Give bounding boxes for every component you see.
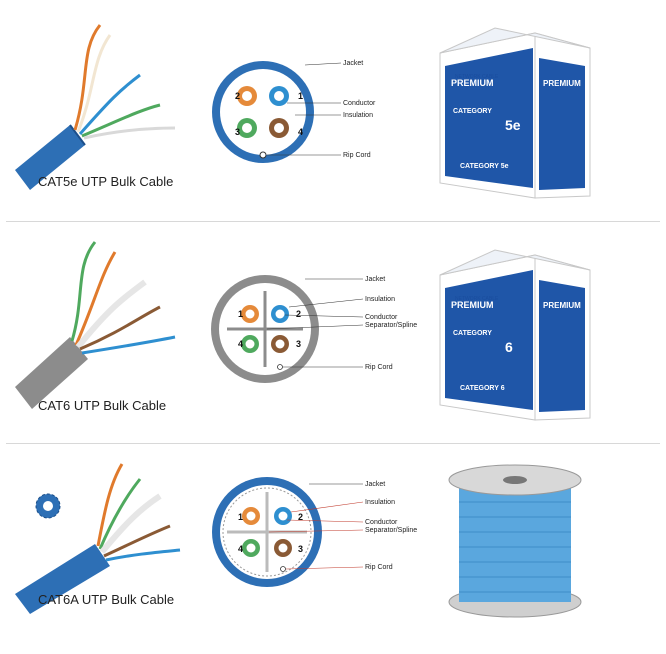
svg-text:4: 4 — [298, 127, 303, 137]
svg-text:3: 3 — [235, 127, 240, 137]
svg-text:PREMIUM: PREMIUM — [451, 78, 494, 88]
svg-text:6: 6 — [505, 339, 513, 355]
svg-text:2: 2 — [296, 309, 301, 319]
svg-text:1: 1 — [238, 512, 243, 522]
svg-text:PREMIUM: PREMIUM — [543, 79, 581, 88]
ripcord-label: Rip Cord — [365, 364, 393, 371]
ripcord-label: Rip Cord — [343, 152, 371, 159]
jacket-label: Jacket — [343, 60, 363, 67]
ripcord-label: Rip Cord — [365, 564, 393, 571]
spline-label: Separator/Spline — [365, 527, 417, 534]
spline-label: Separator/Spline — [365, 322, 417, 329]
cat5e-cross-section: 2 1 3 4 Jacket Conductor Insulation Rip … — [212, 60, 376, 163]
conductor-label: Conductor — [365, 519, 398, 526]
insulation-label: Insulation — [365, 296, 395, 303]
svg-text:CATEGORY: CATEGORY — [453, 330, 492, 337]
cat6-row: CAT6 UTP Bulk Cable 1 2 4 3 Jacket Insul… — [0, 222, 666, 432]
cat6-cross-section: 1 2 4 3 Jacket Insulation Conductor Sepa… — [211, 275, 417, 383]
row-divider — [6, 221, 660, 222]
cat6-cable-illustration — [15, 241, 176, 409]
svg-text:3: 3 — [296, 339, 301, 349]
cat6a-row: CAT6A UTP Bulk Cable 1 2 4 3 Jacket Insu… — [0, 444, 666, 654]
cat5e-cable-illustration — [15, 24, 176, 190]
svg-text:4: 4 — [238, 544, 243, 554]
svg-text:CATEGORY 5e: CATEGORY 5e — [460, 163, 509, 170]
svg-text:NETWORK CABLE: NETWORK CABLE — [455, 296, 499, 302]
svg-text:CATEGORY: CATEGORY — [453, 108, 492, 115]
cat5e-row: CAT5e UTP Bulk Cable 2 1 3 4 Jacket Cond… — [0, 0, 666, 210]
svg-text:1: 1 — [298, 91, 303, 101]
svg-text:CATEGORY 6: CATEGORY 6 — [460, 385, 505, 392]
insulation-label: Insulation — [365, 499, 395, 506]
cat6a-reel-image — [448, 464, 582, 618]
svg-text:PREMIUM: PREMIUM — [451, 300, 494, 310]
cat6a-title: CAT6A UTP Bulk Cable — [38, 592, 175, 607]
row-divider — [6, 443, 660, 444]
svg-text:2: 2 — [298, 512, 303, 522]
svg-text:4: 4 — [238, 339, 243, 349]
svg-text:3: 3 — [298, 544, 303, 554]
cat5e-title: CAT5e UTP Bulk Cable — [38, 174, 174, 189]
svg-text:NETWORK CABLE: NETWORK CABLE — [455, 74, 499, 80]
svg-text:5e: 5e — [505, 117, 521, 133]
cat6a-cross-section: 1 2 4 3 Jacket Insulation Conductor Sepa… — [212, 477, 417, 587]
cat5e-box-image: PREMIUM CATEGORY 5e PREMIUM NETWORK CABL… — [439, 27, 591, 199]
svg-text:PREMIUM: PREMIUM — [543, 301, 581, 310]
svg-text:2: 2 — [235, 91, 240, 101]
cat6a-cable-illustration — [15, 463, 181, 614]
conductor-label: Conductor — [343, 100, 376, 107]
conductor-label: Conductor — [365, 314, 398, 321]
insulation-label: Insulation — [343, 112, 373, 119]
jacket-label: Jacket — [365, 276, 385, 283]
jacket-label: Jacket — [365, 481, 385, 488]
cat6-box-image: PREMIUM CATEGORY 6 PREMIUM NETWORK CABLE… — [439, 249, 591, 421]
cat6-title: CAT6 UTP Bulk Cable — [38, 398, 167, 413]
svg-text:1: 1 — [238, 309, 243, 319]
